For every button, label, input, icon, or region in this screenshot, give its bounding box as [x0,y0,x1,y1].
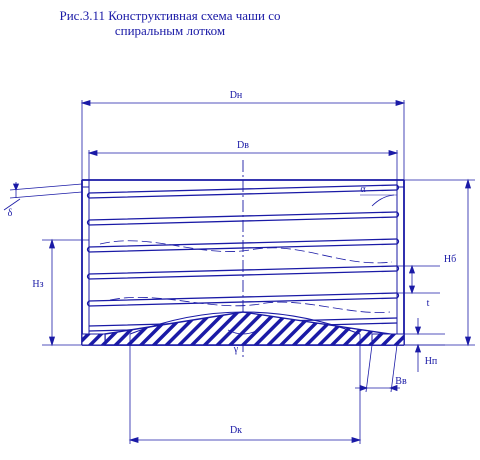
spiral-turn-4-end [86,265,400,280]
dimension-inner-diameter [87,149,399,182]
hidden-helix-line-2 [109,297,391,313]
label-bottom-height: Hп [425,356,438,367]
spiral-turn-3-end [86,238,400,253]
label-tray-step: t [427,298,430,309]
rim-corner-right [396,179,405,188]
spiral-turn-2-end [86,211,400,226]
label-outer-diameter: Dн [230,90,243,101]
helix-angle-arc [371,194,395,207]
label-bottom-width: Bв [395,376,407,387]
dimension-tray-step [397,264,440,295]
figure-caption: Рис.3.11 Конструктивная схема чаши со сп… [0,8,340,38]
hidden-helix-line [99,240,393,264]
dimension-bottom-height [404,318,445,372]
spiral-turn-5-end [86,292,400,307]
dimension-bottom-width [355,344,400,393]
label-inner-diameter: Dв [237,140,249,151]
figure-caption-line1: Рис.3.11 Конструктивная схема чаши со [59,8,281,23]
label-tray-height: Hз [32,279,43,290]
label-bowl-height: Hб [444,254,456,265]
label-wall-thickness: δ [8,208,13,219]
spiral-turn-1-end [86,184,400,199]
wall-thickness-leader [3,182,83,211]
dimension-outer-diameter [80,99,406,180]
label-cone-angle: γ [233,344,239,355]
figure-caption-line2: спиральным лотком [114,23,226,38]
label-helix-angle: α [360,184,366,195]
cone-angle-arc [227,329,259,335]
dimension-tray-height [42,238,89,347]
bottom-right-flange [371,333,405,346]
dimension-bowl-height [404,178,475,347]
cone-top-line [129,311,361,335]
bottom-left-flange [81,333,106,346]
bottom-cone-section [104,311,391,346]
dimension-cone-diameter [128,334,362,444]
rim-corner-left [81,179,90,188]
label-cone-diameter: Dк [230,425,242,436]
